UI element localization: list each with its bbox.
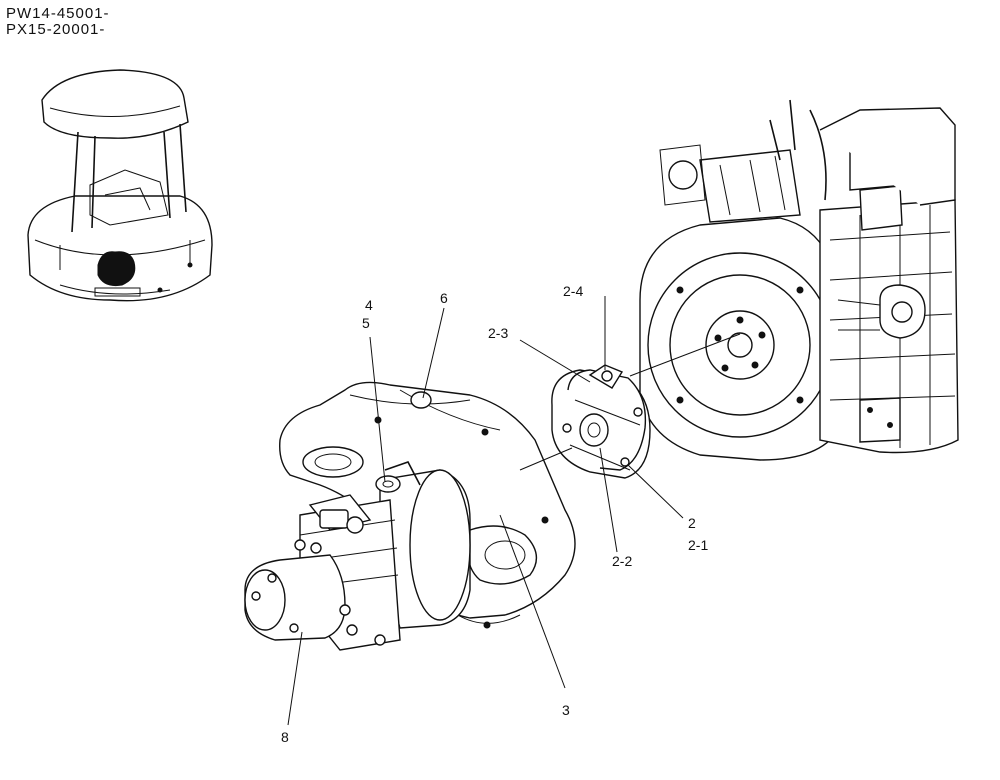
callout-8: 8 xyxy=(281,729,289,745)
callout-4: 4 xyxy=(365,297,373,313)
serial-range-2: PX15-20001- xyxy=(6,21,106,38)
callout-2: 2 xyxy=(688,515,696,531)
leader-lines xyxy=(287,296,741,726)
callout-2-4: 2-4 xyxy=(563,283,583,299)
machine-location-thumbnail xyxy=(27,69,213,302)
engine-illustration xyxy=(639,99,959,461)
callout-6: 6 xyxy=(440,290,448,306)
flexible-coupling xyxy=(551,364,651,479)
hydraulic-pump xyxy=(244,461,471,651)
callout-2-1: 2-1 xyxy=(688,537,708,553)
callout-2-2: 2-2 xyxy=(612,553,632,569)
callout-5: 5 xyxy=(362,315,370,331)
callout-2-3: 2-3 xyxy=(488,325,508,341)
callout-3: 3 xyxy=(562,702,570,718)
serial-range-1: PW14-45001- xyxy=(6,5,110,22)
